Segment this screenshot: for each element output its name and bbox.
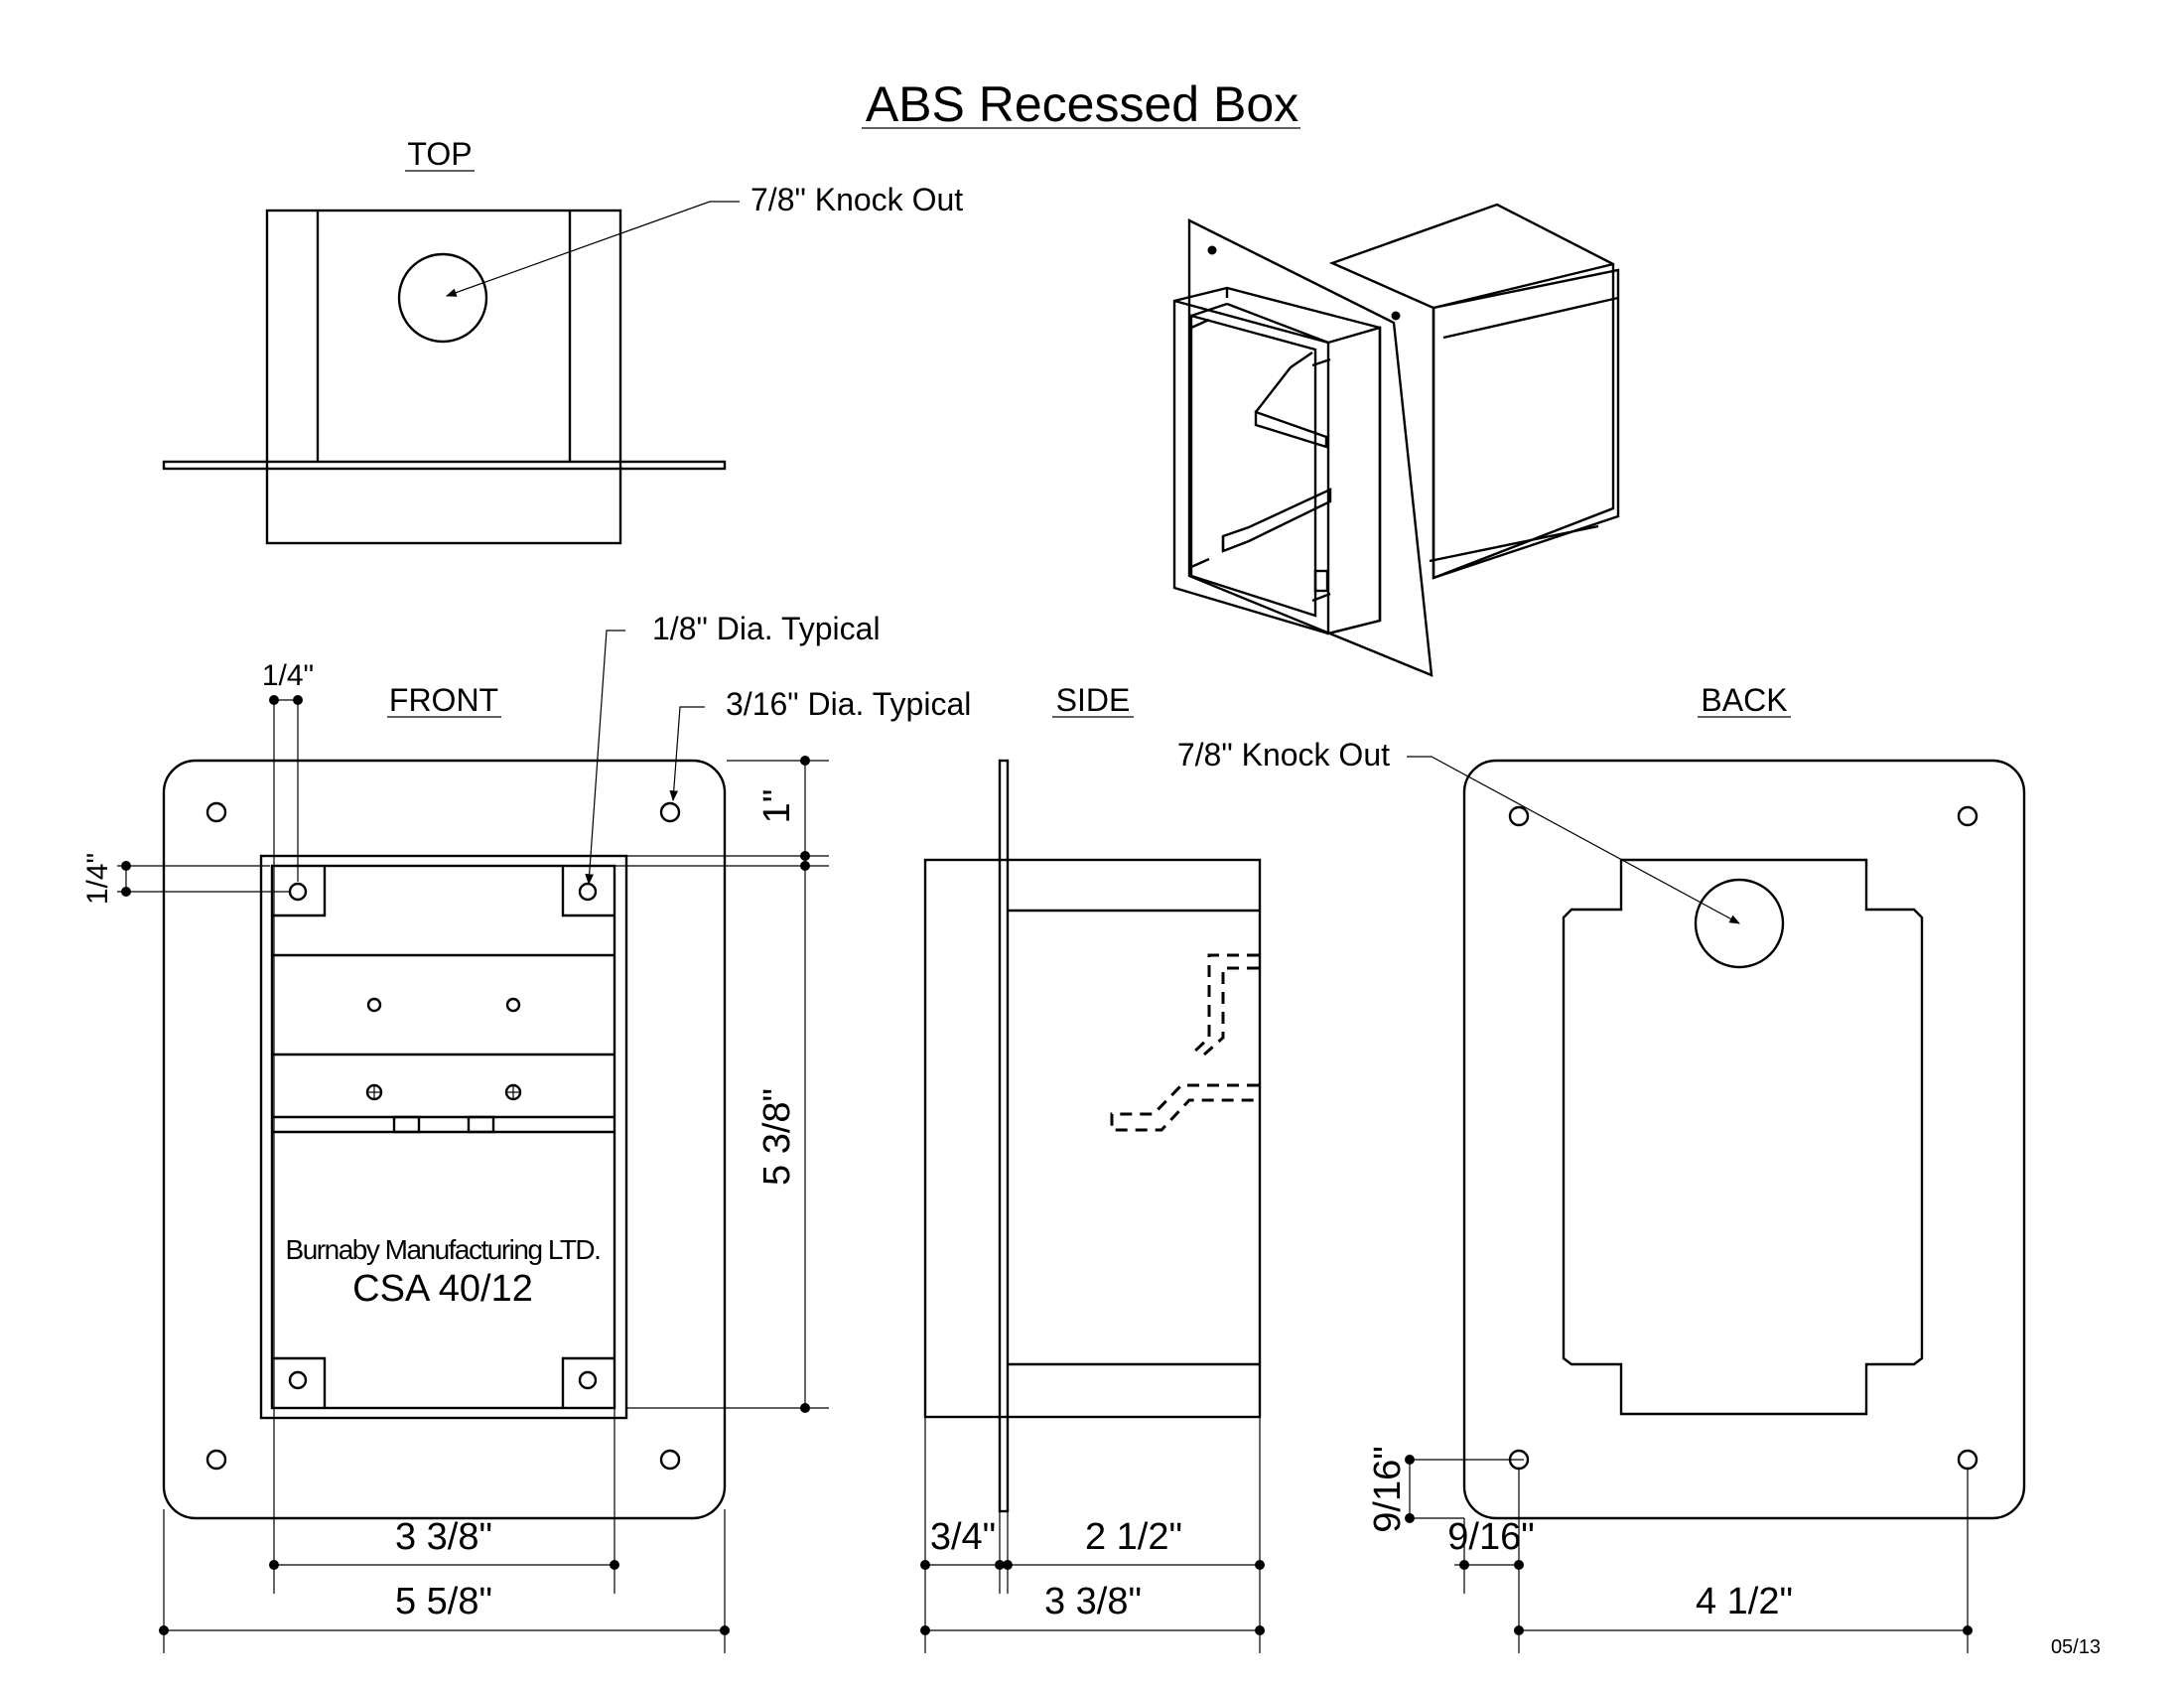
dim-front-height: 5 3/8": [756, 1088, 798, 1186]
top-knockout-note: 7/8" Knock Out: [751, 182, 963, 217]
back-box-outline: [1562, 858, 1924, 1416]
side-view-label: SIDE: [1056, 682, 1131, 718]
dim-front-outer-width: 5 5/8": [395, 1581, 492, 1622]
dim-front-one-inch: 1": [756, 789, 798, 824]
top-knockout-circle: [397, 252, 488, 344]
back-flange: [1462, 759, 2026, 1520]
dim-front-quarter-left: 1/4": [81, 853, 114, 905]
dim-side-depth: 2 1/2": [1085, 1516, 1182, 1558]
hole-eighth-leader: [585, 630, 625, 886]
iso-flange: [1187, 218, 1433, 677]
back-knockout-leader: [1407, 756, 1740, 924]
hole-eighth-note: 1/8" Dia. Typical: [652, 611, 881, 646]
back-knockout-note: 7/8" Knock Out: [1177, 737, 1390, 773]
dim-back-horizontal: 9/16": [1447, 1516, 1534, 1558]
dim-back-width: 4 1/2": [1696, 1581, 1793, 1622]
front-box: [259, 854, 628, 1420]
csa-certification: CSA 40/12: [352, 1268, 533, 1310]
front-flange: [162, 759, 727, 1520]
top-knockout-leader: [445, 201, 740, 297]
hole-three-sixteenth-note: 3/16" Dia. Typical: [726, 686, 971, 722]
back-knockout-circle: [1694, 878, 1785, 969]
top-view-label: TOP: [407, 136, 472, 172]
dim-front-quarter-top: 1/4": [262, 659, 314, 692]
drawing-title: ABS Recessed Box: [866, 76, 1298, 132]
isometric-view: [1172, 203, 1620, 677]
back-view-label: BACK: [1701, 682, 1787, 718]
manufacturer-name: Burnaby Manufacturing LTD.: [286, 1234, 601, 1265]
revision-date: 05/13: [2051, 1636, 2101, 1658]
dim-front-inner-width: 3 3/8": [395, 1516, 492, 1558]
side-flange: [998, 759, 1010, 1513]
dim-side-flange: 3/4": [930, 1516, 996, 1558]
front-view-label: FRONT: [389, 682, 498, 718]
back-view: BACK 7/8" Knock Out 9/16" 9/16" 4 1/2": [1177, 682, 2026, 1653]
hole-three-sixteenth-leader: [669, 706, 705, 802]
dim-side-total: 3 3/8": [1044, 1581, 1142, 1622]
top-view: TOP 7/8" Knock Out: [162, 136, 963, 545]
front-view: FRONT Burnaby Manu: [81, 611, 971, 1653]
dim-back-vertical: 9/16": [1367, 1446, 1409, 1532]
side-view: SIDE 3/4" 2 1/2" 3 3/8": [920, 682, 1265, 1653]
